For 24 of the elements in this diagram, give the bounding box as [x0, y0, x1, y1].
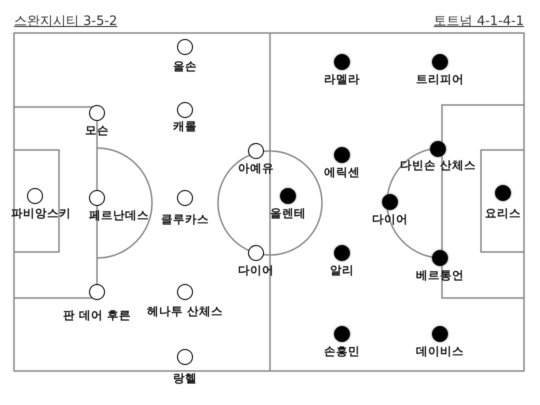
team-formation-label: 스완지시티 3-5-2 — [14, 13, 118, 30]
player-name: 다이어 — [238, 263, 274, 278]
player-name: 모슨 — [85, 123, 109, 138]
player-name: 아예유 — [238, 161, 274, 176]
team-formation-label: 토트넘 4-1-4-1 — [434, 13, 524, 30]
player-name: 헤나투 산체스 — [147, 304, 223, 319]
player-name: 판 데어 후른 — [63, 308, 131, 323]
player-name: 데이비스 — [416, 344, 464, 359]
player-name: 클루카스 — [161, 212, 209, 227]
player-name: 캐롤 — [173, 119, 197, 134]
player-name: 에릭센 — [324, 165, 360, 180]
player-name: 베르통언 — [416, 268, 464, 283]
player-name: 손흥민 — [324, 344, 360, 359]
player-name: 페르난데스 — [89, 208, 149, 223]
player-name: 랑헬 — [173, 371, 197, 386]
player-name: 라멜라 — [324, 72, 360, 87]
player-name: 파비앙스키 — [11, 206, 71, 221]
player-name: 올손 — [173, 59, 197, 74]
player-name: 다빈손 산체스 — [400, 158, 476, 173]
player-name: 알리 — [330, 263, 354, 278]
player-name: 트리피어 — [416, 72, 464, 87]
player-name: 다이어 — [372, 212, 408, 227]
player-name: 올렌테 — [270, 206, 306, 221]
player-name: 요리스 — [485, 206, 521, 221]
